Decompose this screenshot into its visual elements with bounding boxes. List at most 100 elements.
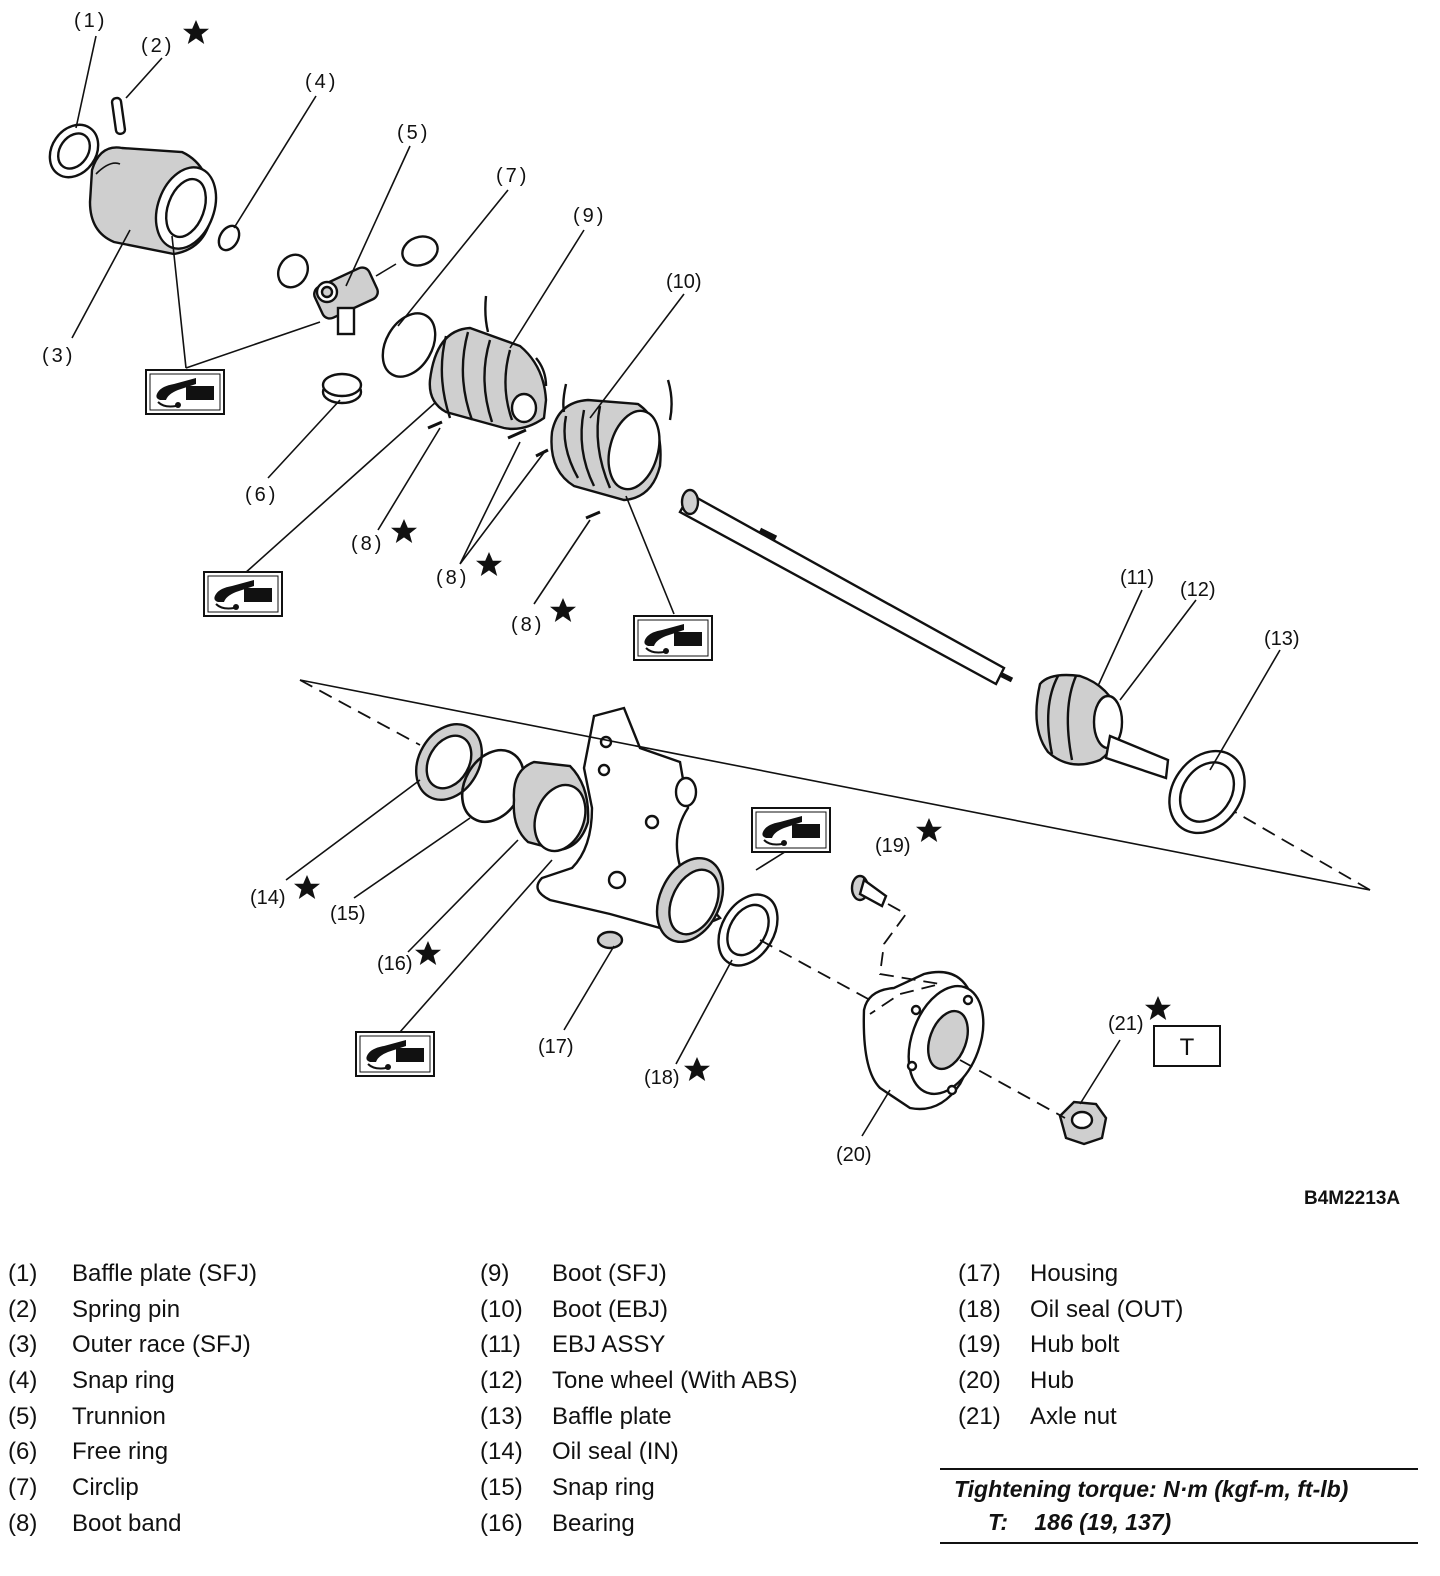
legend-item: (19) Hub bolt: [958, 1327, 1398, 1363]
exploded-parts-diagram: T (1) (2) (3) (4) (5) (6) (7) (8) (8) (8…: [42, 10, 1371, 1166]
legend-item: (17)Housing: [958, 1256, 1398, 1292]
legend-item: (3)Outer race (SFJ): [8, 1327, 408, 1363]
torque-bottom-rule: [940, 1542, 1418, 1544]
legend-item: (12) Tone wheel (With ABS): [480, 1363, 900, 1399]
legend-item-name: Oil seal (IN): [552, 1438, 679, 1466]
torque-box: T: [1153, 1025, 1221, 1067]
legend-item-number: (11): [480, 1331, 521, 1359]
legend-item-number: (21): [958, 1402, 1001, 1430]
legend-item-number: (13): [480, 1402, 523, 1430]
legend-item-name: EBJ ASSY: [552, 1331, 666, 1359]
legend-item-number: (2): [8, 1295, 38, 1323]
legend-item-name: Boot band: [72, 1509, 182, 1537]
legend-item-number: (19): [958, 1331, 1001, 1359]
legend-item-name: Baffle plate (SFJ): [72, 1260, 257, 1287]
torque-label: T:: [988, 1509, 1009, 1535]
free-ring-part: [321, 372, 363, 405]
tone-wheel-part: [1092, 694, 1170, 780]
legend-item: (5) Trunnion: [8, 1399, 408, 1435]
legend-item-number: (16): [480, 1509, 523, 1537]
oil-seal-in-part: [415, 723, 483, 801]
callout-13: (13): [1264, 628, 1300, 650]
callout-20: (20): [836, 1144, 872, 1166]
hub-bolt-part: [850, 874, 888, 908]
legend-item-name: Spring pin: [72, 1295, 181, 1323]
callout-11: (11): [1120, 567, 1154, 589]
parts-legend-column-2: (9) Boot (SFJ) (10) Boot (EBJ) (11) EBJ ASSY (…: [480, 1256, 900, 1542]
legend-item: (8)Boot band: [8, 1506, 408, 1542]
callout-10: (10): [666, 271, 702, 293]
callout-4: (4): [305, 71, 338, 93]
legend-item-name: Hub bolt: [1030, 1331, 1120, 1359]
legend-item-number: (3): [8, 1331, 38, 1359]
legend-item: (14) Oil seal (IN): [480, 1434, 900, 1470]
torque-heading: Tightening torque: N·m (kgf-m, ft-lb): [954, 1476, 1349, 1502]
legend-item-name: Bearing: [552, 1509, 635, 1537]
callout-2: (2): [141, 35, 174, 57]
legend-item-name: Housing: [1030, 1260, 1119, 1287]
legend-item-name: Boot (SFJ): [552, 1260, 667, 1287]
callout-3: (3): [42, 345, 75, 367]
legend-item: (2) Spring pin: [8, 1292, 408, 1328]
callout-8b: (8): [436, 567, 469, 589]
torque-spec-block: Tightening torque: N·m (kgf-m, ft-lb) T:…: [940, 1468, 1418, 1544]
legend-item-name: Snap ring: [552, 1474, 655, 1502]
legend-item-number: (7): [8, 1474, 38, 1502]
legend-item-number: (9): [480, 1260, 510, 1287]
oil-seal-out-part: [717, 893, 779, 967]
callout-8c: (8): [511, 614, 544, 636]
axle-nut-part: [1058, 1100, 1108, 1146]
legend-item: (1) Baffle plate (SFJ): [8, 1256, 408, 1292]
legend-item: (15) Snap ring: [480, 1470, 900, 1506]
legend-item-number: (15): [480, 1474, 523, 1502]
legend-item-number: (5): [8, 1402, 38, 1430]
callout-15: (15): [330, 903, 366, 925]
circlip-part: [381, 312, 437, 378]
assembly-guide-lines: [299, 679, 1371, 1119]
trunnion-part: [276, 235, 439, 336]
outer-race-sfj-part: [88, 146, 218, 256]
legend-item-number: (4): [8, 1367, 38, 1395]
baffle-plate-part: [1168, 749, 1246, 835]
callout-21: (21): [1108, 1013, 1144, 1035]
legend-item-name: Free ring: [72, 1438, 169, 1466]
drive-shaft-part: [678, 488, 1014, 686]
legend-item: (16) Bearing: [480, 1506, 900, 1542]
callout-7: (7): [496, 165, 529, 187]
callout-16: (16): [377, 953, 413, 975]
callout-19: (19): [875, 835, 911, 857]
legend-item-name: Oil seal (OUT): [1030, 1295, 1184, 1323]
torque-value-row: T: 186 (19, 137): [988, 1509, 1418, 1536]
parts-legend-column-3: (17)Housing (18) Oil seal (OUT) (19) Hub bol…: [958, 1256, 1398, 1434]
legend-item-name: Snap ring: [72, 1367, 175, 1395]
legend-item: (7) Circlip: [8, 1470, 408, 1506]
hub-part: [862, 970, 985, 1111]
snap-ring-part: [217, 224, 241, 252]
legend-item-name: Circlip: [72, 1474, 139, 1502]
legend-item-number: (1): [8, 1260, 38, 1287]
boot-band-part: [427, 420, 601, 520]
legend-item-number: (10): [480, 1295, 523, 1323]
torque-value: 186 (19, 137): [1034, 1509, 1172, 1535]
legend-item-name: Trunnion: [72, 1402, 166, 1430]
parts-legend-column-1: (1) Baffle plate (SFJ) (2) Spring pin (3)Out…: [8, 1256, 408, 1542]
housing-part: [536, 706, 725, 950]
legend-item-number: (18): [958, 1295, 1001, 1323]
callout-1: (1): [74, 10, 107, 32]
torque-top-rule: [940, 1468, 1418, 1470]
callout-12: (12): [1180, 579, 1216, 601]
baffle-plate-sfj-part: [48, 123, 100, 179]
legend-item: (4) Snap ring: [8, 1363, 408, 1399]
legend-item: (10) Boot (EBJ): [480, 1292, 900, 1328]
callout-14: (14): [250, 887, 286, 909]
legend-item-name: Tone wheel (With ABS): [552, 1367, 798, 1395]
legend-item-number: (14): [480, 1438, 523, 1466]
callout-6: (6): [245, 484, 278, 506]
legend-item-name: Boot (EBJ): [552, 1295, 669, 1323]
bearing-part: [512, 760, 590, 853]
boot-ebj-part: [550, 379, 673, 502]
leader-lines: [71, 35, 1281, 1137]
torque-box-letter: T: [1180, 1034, 1195, 1061]
spring-pin-part: [110, 96, 127, 136]
legend-item-number: (12): [480, 1367, 523, 1395]
